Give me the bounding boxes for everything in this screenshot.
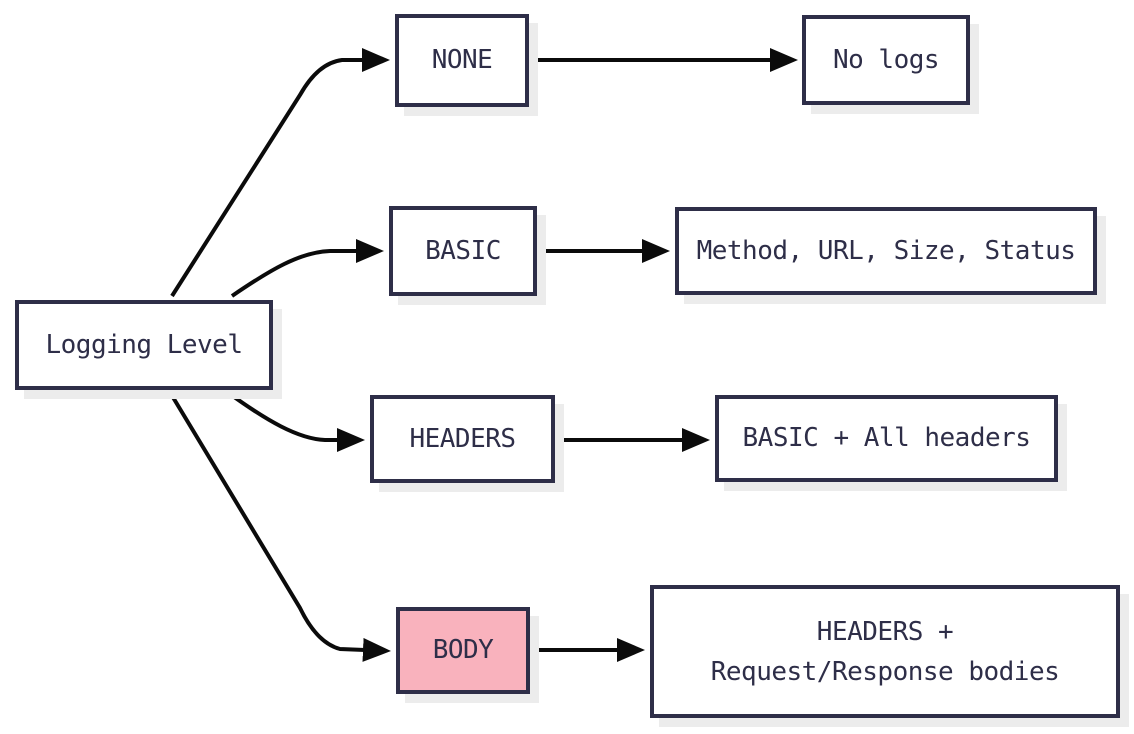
node-none-description-label: No logs <box>832 44 940 75</box>
arrow-root-to-body <box>169 392 391 662</box>
node-none: NONE <box>395 14 529 107</box>
node-logging-level: Logging Level <box>15 300 273 390</box>
node-body: BODY <box>396 607 530 694</box>
node-headers-description-label: BASIC + All headers <box>742 423 1031 454</box>
node-basic-description-label: Method, URL, Size, Status <box>696 235 1076 266</box>
node-headers-description: BASIC + All headers <box>715 395 1058 482</box>
node-body-description-line1: HEADERS + <box>816 616 954 647</box>
node-none-label: NONE <box>431 45 493 76</box>
arrow-root-to-headers <box>228 392 365 452</box>
node-body-label: BODY <box>432 635 494 666</box>
node-none-description: No logs <box>802 15 970 105</box>
node-body-description: HEADERS + Request/Response bodies <box>650 585 1120 718</box>
node-basic-label: BASIC <box>425 235 501 266</box>
node-headers-label: HEADERS <box>409 423 516 454</box>
node-body-description-line2: Request/Response bodies <box>710 656 1060 687</box>
node-headers: HEADERS <box>370 395 555 483</box>
node-basic-description: Method, URL, Size, Status <box>675 207 1097 295</box>
node-basic: BASIC <box>389 206 537 296</box>
arrow-root-to-basic <box>230 239 384 298</box>
node-logging-level-label: Logging Level <box>45 329 244 360</box>
arrow-root-to-none <box>170 48 390 298</box>
